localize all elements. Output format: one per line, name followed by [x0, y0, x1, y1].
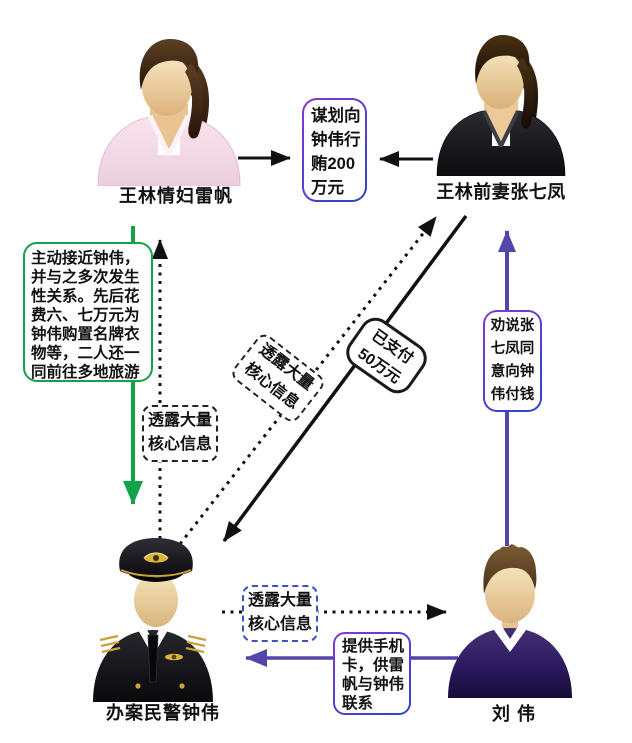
zhang-qifeng-name-label: 王林前妻张七凤: [436, 182, 566, 202]
wing-badge: [165, 653, 183, 661]
person-zhong-wei: [90, 536, 216, 702]
person-lei-fan: [96, 26, 242, 186]
zhong-wei-name-label: 办案民警钟伟: [106, 703, 220, 723]
liu-wei-avatar: [448, 544, 572, 698]
persuade-payment-box: 劝说张 七凤同 意向钟 伟付钱: [483, 310, 542, 412]
person-zhang-qifeng: [436, 24, 566, 176]
zhong-wei-avatar: [93, 538, 213, 702]
zhang-qifeng-avatar: [436, 35, 566, 176]
leak-info-box-bottom: 透露大量 核心信息: [242, 585, 318, 642]
bribe-plan-box: 谋划向 钟伟行 贿200 万元: [302, 98, 367, 202]
cap-emblem: [143, 552, 169, 563]
arrow-zhangqifeng-to-zhongwei-paid: [222, 214, 468, 543]
sleeve-stripes: [99, 634, 207, 654]
person-liu-wei: [444, 540, 576, 698]
lei-fan-name-label: 王林情妇雷帆: [119, 186, 233, 206]
arrow-zhongwei-to-zhangqifeng-dashed: [178, 216, 438, 545]
liu-wei-name-label: 刘 伟: [491, 704, 536, 724]
lei-fan-avatar: [97, 39, 241, 186]
phone-card-box: 提供手机 卡，供雷 帆与钟伟 联系: [333, 632, 411, 715]
mistress-actions-box: 主动接近钟伟， 并与之多次发生 性关系。先后花 费六、七万元为 钟伟购置名牌衣 …: [23, 242, 153, 382]
leak-info-box-vertical: 透露大量 核心信息: [142, 405, 218, 462]
